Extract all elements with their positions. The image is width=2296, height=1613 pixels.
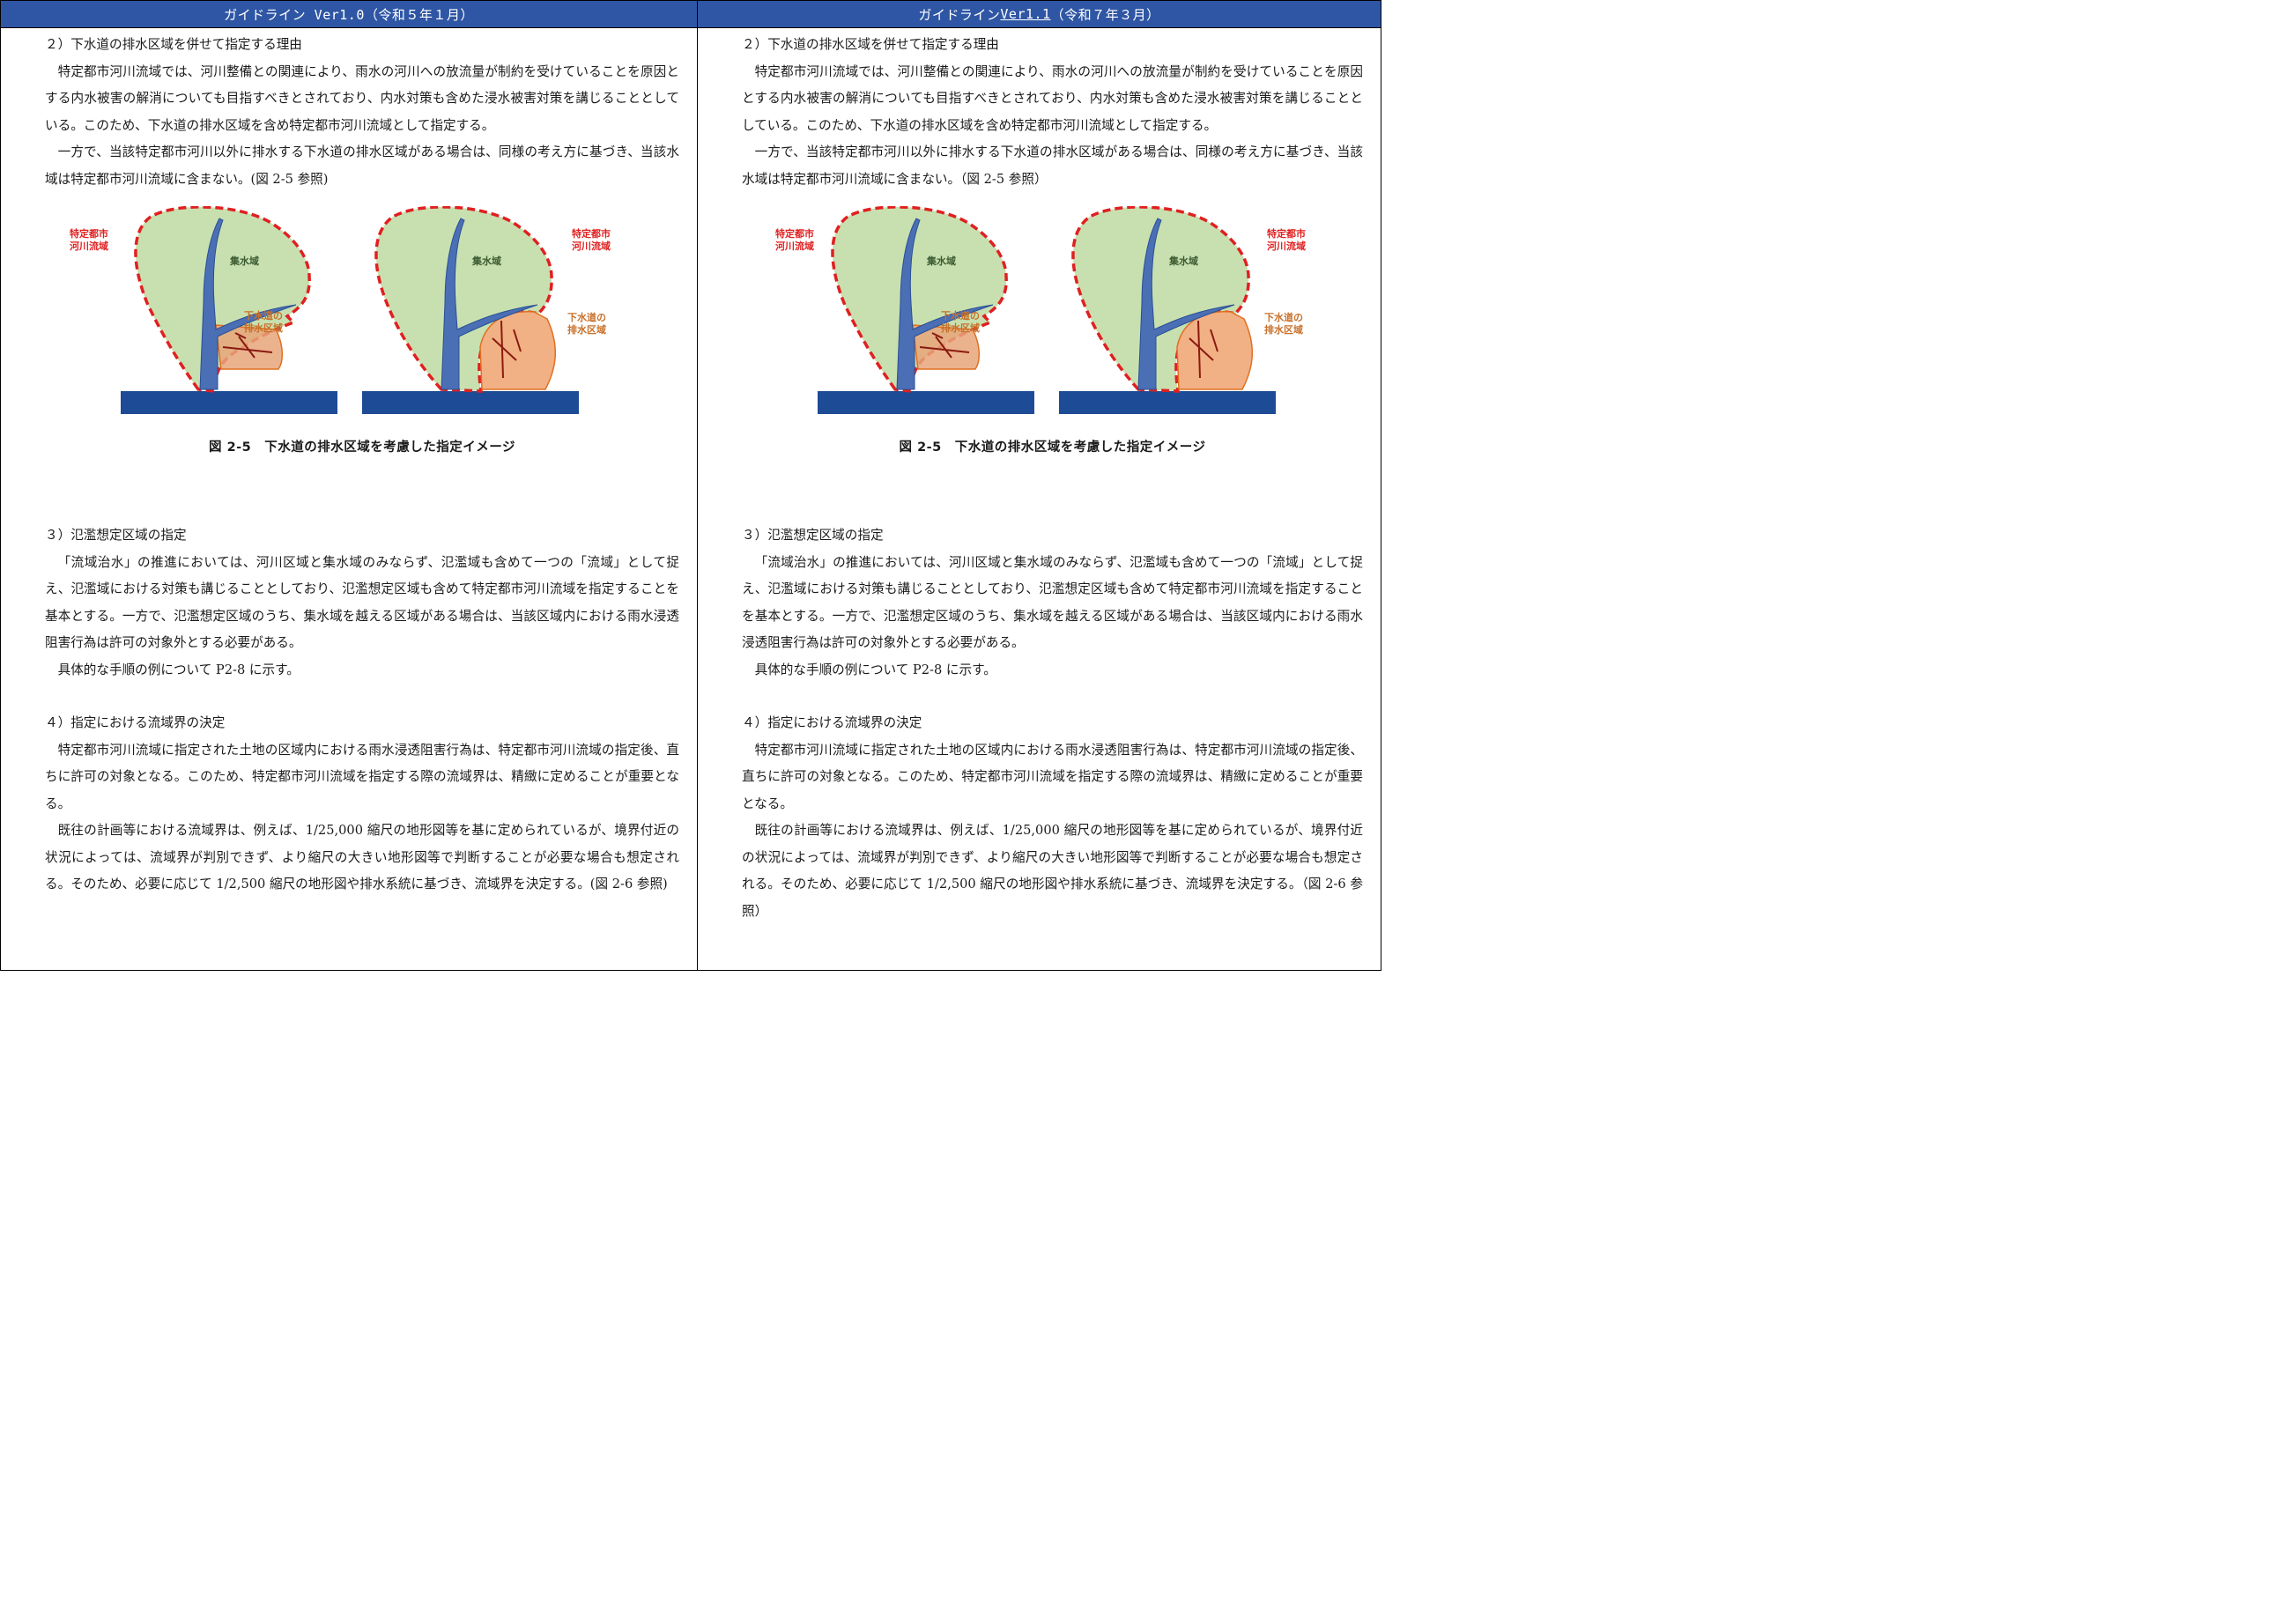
main-river <box>818 391 1034 414</box>
label-basin-2: 河川流域 <box>1267 240 1306 252</box>
label-watershed: 集水域 <box>471 255 501 267</box>
label-sewer-1: 下水道の <box>244 309 283 322</box>
label-sewer-2: 排水区域 <box>1264 323 1303 336</box>
column-old: ガイドライン Ver1.0（令和５年１月） ２）下水道の排水区域を併せて指定する… <box>1 1 698 970</box>
designation-diagram: 集水域 下水道の 排水区域 特定都市 河川流域 集水域 下水道の <box>70 206 611 414</box>
header-new-version: Ver1.1 <box>1000 6 1051 22</box>
tributary-river <box>1137 218 1235 390</box>
column-new: ガイドライン Ver1.1（令和７年３月） ２）下水道の排水区域を併せて指定する… <box>698 1 1381 970</box>
label-basin-2: 河川流域 <box>70 240 108 252</box>
sewer-pipe <box>492 320 522 379</box>
tributary-river <box>199 218 297 390</box>
sewer-pipe <box>222 332 273 359</box>
label-basin-2: 河川流域 <box>775 240 814 252</box>
section-2-title: ２）下水道の排水区域を併せて指定する理由 <box>45 37 302 52</box>
label-sewer-2: 排水区域 <box>941 322 980 334</box>
header-new-prefix: ガイドライン <box>918 6 1001 23</box>
section-4-para-1: 特定都市河川流域に指定された土地の区域内における雨水浸透阻害行為は、特定都市河川… <box>742 742 1363 811</box>
label-watershed: 集水域 <box>1168 255 1198 267</box>
header-old-label: ガイドライン Ver1.0（令和５年１月） <box>224 6 474 23</box>
label-sewer-2: 排水区域 <box>244 322 283 334</box>
tributary-river <box>441 218 538 390</box>
section-4-para-2: 既往の計画等における流域界は、例えば、1/25,000 縮尺の地形図等を基に定め… <box>742 823 1363 919</box>
header-new: ガイドライン Ver1.1（令和７年３月） <box>698 1 1381 28</box>
diagram-panel-b: 集水域 下水道の 排水区域 特定都市 河川流域 <box>1059 206 1306 414</box>
section-2-para-2: 一方で、当該特定都市河川以外に排水する下水道の排水区域がある場合は、同様の考え方… <box>45 144 679 187</box>
diagram-panel-b: 集水域 下水道の 排水区域 特定都市 河川流域 <box>362 206 611 414</box>
content-old: ２）下水道の排水区域を併せて指定する理由 特定都市河川流域では、河川整備との関連… <box>1 28 697 899</box>
label-sewer-1: 下水道の <box>1264 311 1303 323</box>
figure-2-5: 集水域 下水道の 排水区域 特定都市 河川流域 集水域 下水道の <box>742 193 1363 466</box>
main-river <box>121 391 337 414</box>
sewer-area <box>912 324 980 370</box>
designation-diagram: 集水域 下水道の 排水区域 特定都市 河川流域 集水域 下水道の <box>775 206 1306 414</box>
label-basin-1: 特定都市 <box>775 227 814 240</box>
section-4-title: ４）指定における流域界の決定 <box>742 715 922 730</box>
sewer-pipe <box>1189 320 1218 379</box>
label-sewer-1: 下水道の <box>567 311 606 323</box>
figure-caption: 図 2-5 下水道の排水区域を考慮した指定イメージ <box>209 440 515 455</box>
main-river <box>362 391 579 414</box>
catchment-area <box>831 206 1008 393</box>
section-2-para-1: 特定都市河川流域では、河川整備との関連により、雨水の河川への放流量が制約を受けて… <box>45 63 679 133</box>
label-sewer-1: 下水道の <box>941 309 980 322</box>
section-4-para-1: 特定都市河川流域に指定された土地の区域内における雨水浸透阻害行為は、特定都市河川… <box>45 742 679 811</box>
section-3-para-1: 「流域治水」の推進においては、河川区域と集水域のみならず、氾濫域も含めて一つの「… <box>45 554 679 651</box>
diagram-panel-a: 集水域 下水道の 排水区域 特定都市 河川流域 <box>775 206 1034 414</box>
label-watershed: 集水域 <box>229 255 259 267</box>
figure-caption: 図 2-5 下水道の排水区域を考慮した指定イメージ <box>899 440 1206 455</box>
label-basin-1: 特定都市 <box>1267 227 1306 240</box>
main-river <box>1059 391 1276 414</box>
tributary-river <box>896 218 994 390</box>
header-old: ガイドライン Ver1.0（令和５年１月） <box>1 1 697 28</box>
figure-2-5: 集水域 下水道の 排水区域 特定都市 河川流域 集水域 下水道の <box>45 193 679 466</box>
section-3-para-2: 具体的な手順の例について P2-8 に示す。 <box>57 662 300 677</box>
header-new-suffix: （令和７年３月） <box>1050 6 1160 23</box>
section-4-title: ４）指定における流域界の決定 <box>45 715 226 730</box>
section-2-para-1: 特定都市河川流域では、河川整備との関連により、雨水の河川への放流量が制約を受けて… <box>742 63 1363 133</box>
sewer-pipe <box>919 332 970 359</box>
section-3-para-2: 具体的な手順の例について P2-8 に示す。 <box>754 662 996 677</box>
section-4-para-2: 既往の計画等における流域界は、例えば、1/25,000 縮尺の地形図等を基に定め… <box>45 823 679 892</box>
section-2-para-2: 一方で、当該特定都市河川以外に排水する下水道の排水区域がある場合は、同様の考え方… <box>742 144 1363 187</box>
sewer-area <box>215 324 283 370</box>
label-basin-2: 河川流域 <box>572 240 611 252</box>
sewer-area <box>1176 311 1253 390</box>
label-basin-1: 特定都市 <box>572 227 611 240</box>
sewer-area <box>479 311 556 390</box>
section-3-para-1: 「流域治水」の推進においては、河川区域と集水域のみならず、氾濫域も含めて一つの「… <box>742 554 1363 651</box>
comparison-table: ガイドライン Ver1.0（令和５年１月） ２）下水道の排水区域を併せて指定する… <box>0 0 1381 971</box>
diagram-panel-a: 集水域 下水道の 排水区域 特定都市 河川流域 <box>70 206 337 414</box>
catchment-area <box>134 206 311 393</box>
section-2-title: ２）下水道の排水区域を併せて指定する理由 <box>742 37 999 52</box>
content-new: ２）下水道の排水区域を併せて指定する理由 特定都市河川流域では、河川整備との関連… <box>698 28 1381 925</box>
section-3-title: ３）氾濫想定区域の指定 <box>742 528 884 543</box>
label-watershed: 集水域 <box>926 255 956 267</box>
label-sewer-2: 排水区域 <box>567 323 606 336</box>
section-3-title: ３）氾濫想定区域の指定 <box>45 528 187 543</box>
label-basin-1: 特定都市 <box>70 227 108 240</box>
